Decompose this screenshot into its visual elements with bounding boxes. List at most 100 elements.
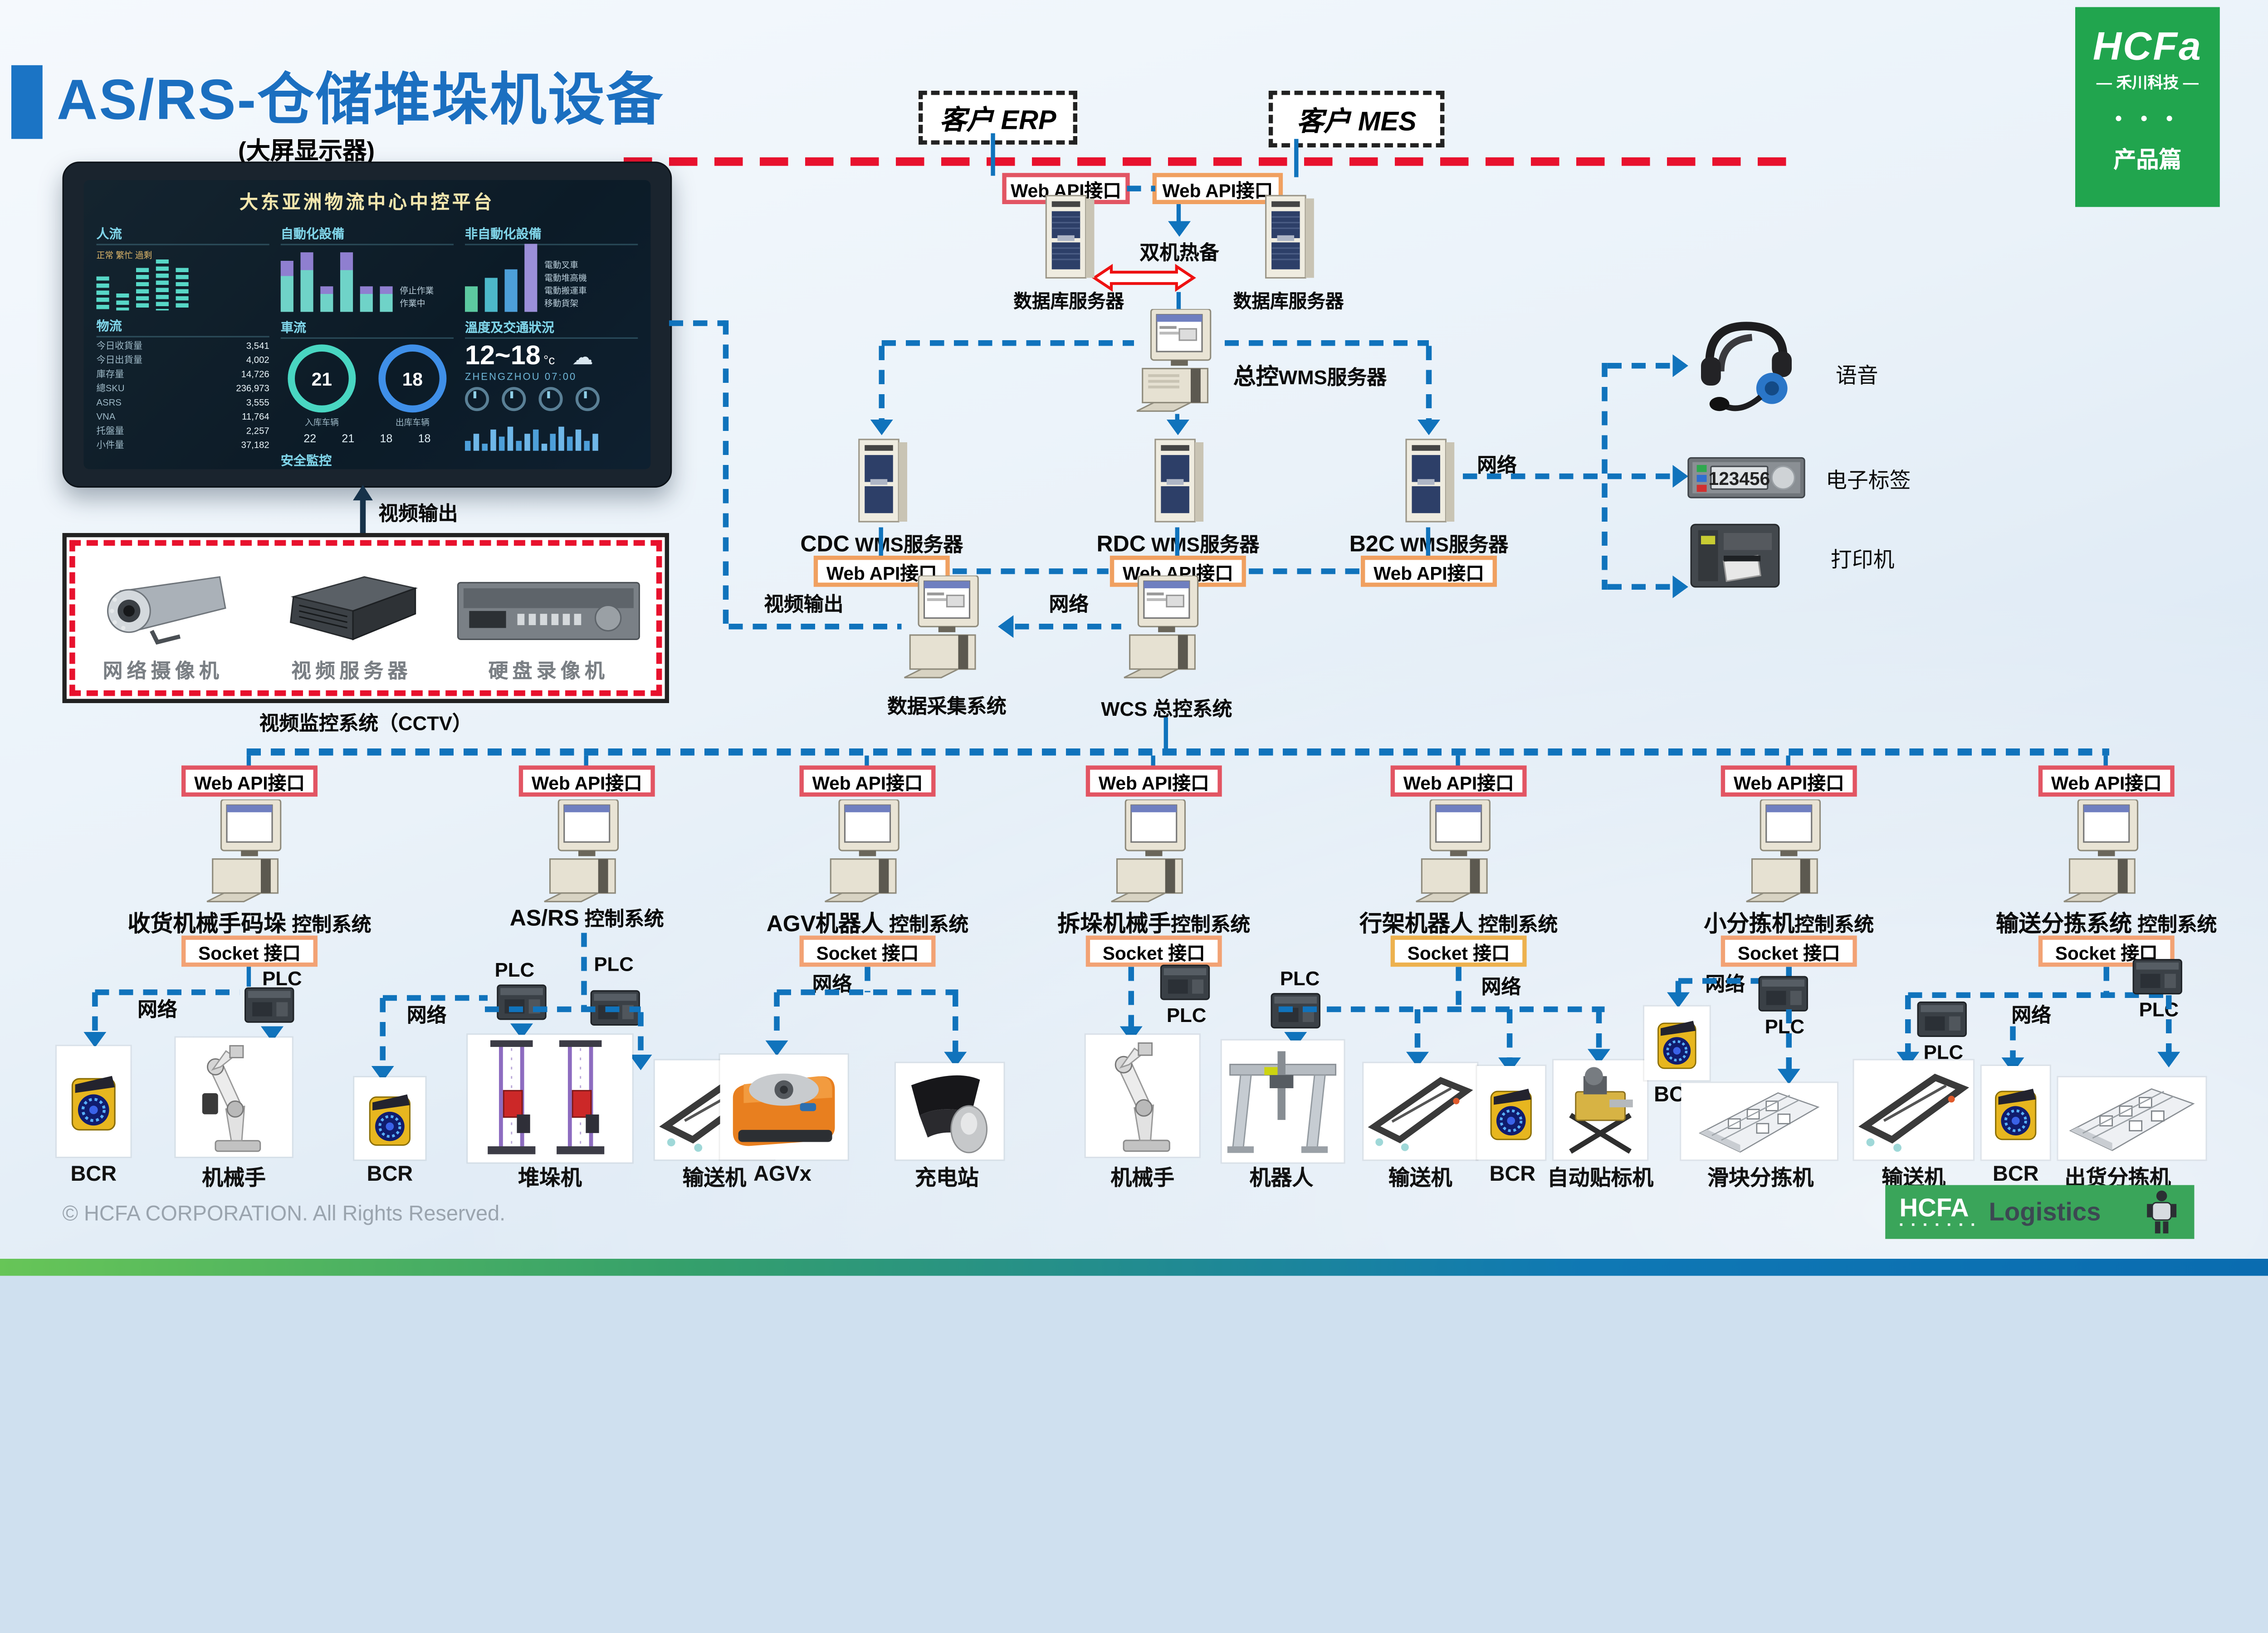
client-mes-box: 客户 MES (1268, 91, 1445, 147)
plc-label: PLC (262, 967, 302, 990)
arrow-down-icon (1777, 1069, 1800, 1085)
connector (953, 992, 958, 1055)
db-server-right-label: 数据库服务器 (1233, 290, 1344, 312)
connector (246, 967, 251, 987)
bcr-icon (1657, 1021, 1696, 1069)
wcs-pc-icon (1124, 575, 1199, 679)
web-api-col1: Web API接口 (181, 765, 318, 797)
col7-conveyor-card (1854, 1060, 1973, 1160)
plc-label: PLC (1166, 1003, 1207, 1027)
plc-label: PLC (1765, 1015, 1805, 1038)
device-label: 滑块分拣机 (1707, 1166, 1814, 1191)
network-mid-label: 网络 (1049, 592, 1089, 616)
connector (95, 989, 240, 995)
col3-agv-card (720, 1055, 848, 1160)
hcfa-brand: HCFa (2092, 24, 2202, 68)
device-label: 自动贴标机 (1547, 1166, 1654, 1191)
bcr-icon (71, 1076, 116, 1131)
connector (1128, 967, 1134, 1029)
col2-bcr-card (354, 1077, 425, 1160)
bottom-gradient-bar (0, 1259, 2268, 1276)
b2c-server-icon (1405, 439, 1455, 523)
col7-sorter-card (2058, 1077, 2206, 1160)
network-label: 网络 (1481, 975, 1521, 998)
connector (1786, 755, 1790, 766)
col5-pc-icon (1416, 799, 1491, 903)
sparkline (465, 417, 638, 451)
plc-label: PLC (1280, 967, 1320, 990)
hcfa-company: — 禾川科技 — (2096, 75, 2199, 93)
col3-pc-icon (825, 799, 899, 903)
b2c-label: B2C WMS服务器 (1349, 533, 1509, 557)
connector (1414, 1009, 1421, 1055)
arrow-down-icon (2157, 1051, 2180, 1068)
bcr-icon (369, 1094, 411, 1146)
cctv-red-border (69, 540, 662, 696)
camera-name: 网络摄像机 (103, 659, 224, 682)
network-label: 网络 (2011, 1003, 2051, 1027)
bcr-icon (1995, 1089, 2037, 1140)
socket-col1: Socket 接口 (181, 935, 318, 967)
web-api-col3: Web API接口 (799, 765, 936, 797)
gauges (465, 387, 638, 411)
page-subtitle: (大屏显示器) (238, 137, 375, 165)
video-output-label: 视频输出 (378, 502, 458, 525)
connector (1908, 992, 2172, 998)
connector (246, 755, 251, 766)
db-server-left-label: 数据库服务器 (1013, 290, 1124, 312)
connector (2103, 755, 2108, 766)
slide: AS/RS-仓储堆垛机设备 (大屏显示器) HCFa — 禾川科技 — ● ● … (0, 0, 2268, 1276)
labeling-machine-icon (1569, 1067, 1633, 1154)
connector (1426, 346, 1432, 420)
arrow-right-icon (1672, 465, 1688, 488)
cloud-icon: ☁ (572, 346, 593, 370)
connector (1426, 527, 1431, 556)
device-label: 堆垛机 (518, 1166, 582, 1191)
etag-icon: 123456 (1687, 457, 1805, 499)
robot-arm-icon (1114, 1042, 1170, 1152)
hcfa-logistics-badge: HCFA ▪ ▪ ▪ ▪ ▪ ▪ ▪ Logistics (1885, 1185, 2195, 1239)
network-label: 网络 (137, 998, 177, 1021)
connector (1175, 527, 1179, 556)
socket-col3: Socket 接口 (799, 935, 936, 967)
wcs-label: WCS 总控系统 (1101, 697, 1232, 720)
network-label: 网络 (406, 1003, 447, 1027)
network-label: 网络 (1477, 454, 1517, 476)
network-label: 网络 (1705, 972, 1745, 995)
connector (991, 133, 995, 176)
connector (2010, 1026, 2016, 1061)
daq-label: 数据采集系统 (887, 694, 1007, 718)
col5-labeler-card (1554, 1060, 1647, 1160)
arrow-down-icon (765, 1040, 788, 1056)
slide-sorter-icon (1698, 1092, 1820, 1153)
connector (879, 346, 885, 420)
connector (1506, 1009, 1513, 1061)
connector (1278, 1006, 1605, 1012)
dashboard-title: 大东亚洲物流中心中控平台 (240, 191, 495, 213)
outbound-sorter-icon (2069, 1088, 2195, 1151)
connector (723, 320, 729, 627)
logistics-word: Logistics (1989, 1197, 2101, 1226)
headset-icon (1701, 322, 1792, 411)
device-label: BCR (367, 1162, 413, 1187)
connector (2103, 967, 2109, 995)
dvr-icon (457, 582, 640, 640)
gantry-robot-icon (1227, 1051, 1337, 1153)
connector (1163, 717, 1168, 752)
col4-title: 拆垛机械手控制系统 (1057, 913, 1251, 937)
conveyor-icon (1858, 1074, 1970, 1152)
stacker-crane-icon (488, 1040, 605, 1154)
connector (1249, 568, 1359, 574)
hcfa-dots: ● ● ● (2115, 110, 2180, 125)
bcr-icon (1490, 1089, 1532, 1140)
db-server-right-icon (1265, 195, 1314, 279)
col4-arm-card (1085, 1035, 1199, 1157)
connector (1905, 995, 1911, 1055)
connector (1596, 1009, 1602, 1052)
connector (669, 320, 726, 326)
master-wms-label: 总控WMS服务器 (1233, 366, 1387, 390)
cdc-label: CDC WMS服务器 (800, 533, 963, 557)
arrow-down-icon (870, 420, 893, 435)
connector (728, 624, 902, 630)
